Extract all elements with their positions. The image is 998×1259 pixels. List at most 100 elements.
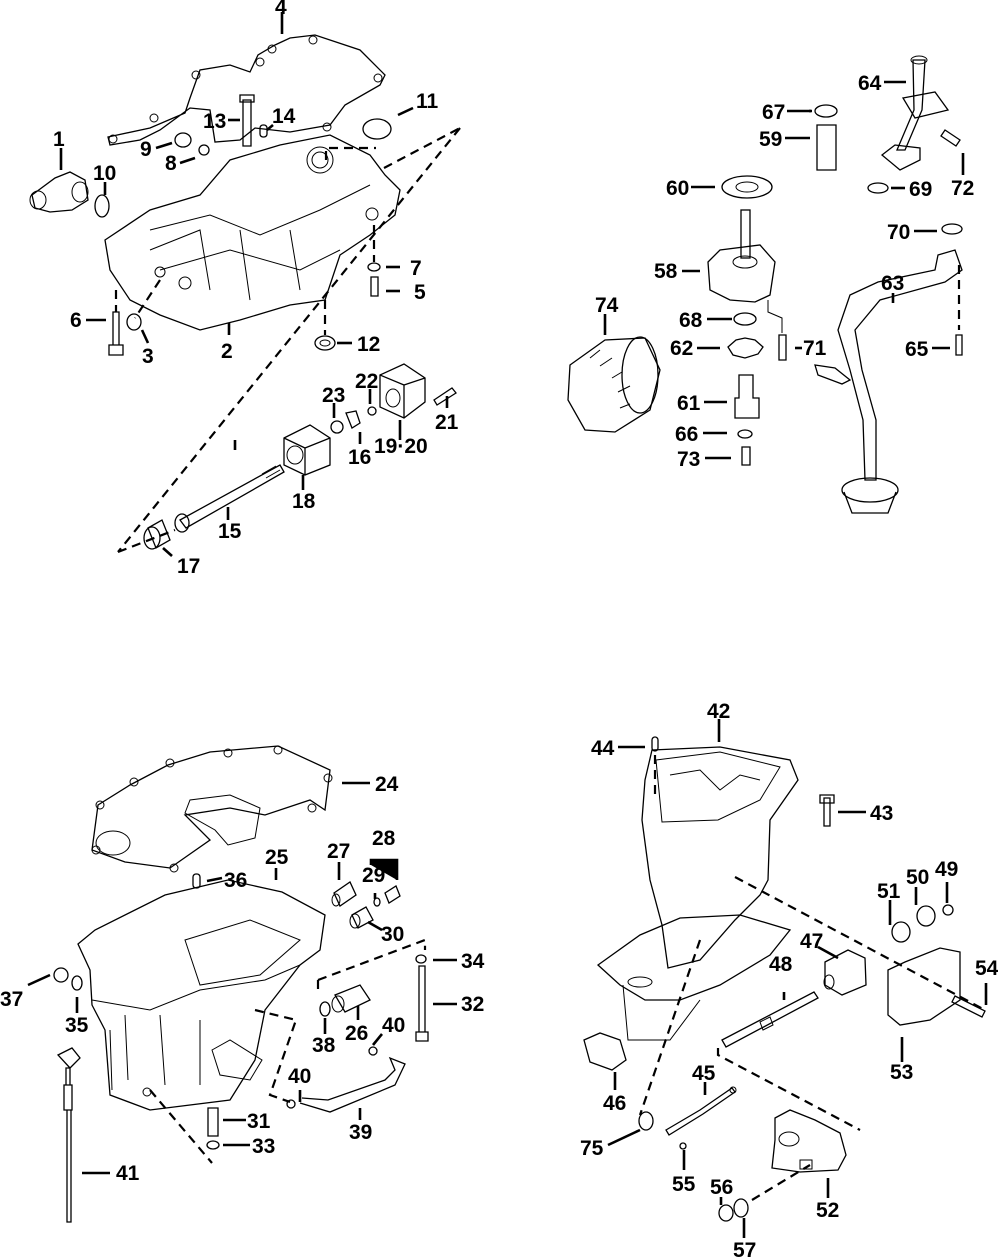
- part-5-bolt: [370, 276, 379, 297]
- callout-33: 33: [252, 1135, 275, 1158]
- callout-61: 61: [677, 392, 701, 415]
- callout-21: 21: [435, 411, 459, 434]
- callout-43: 43: [870, 802, 893, 825]
- callout-7: 7: [410, 257, 422, 280]
- callout-25: 25: [265, 846, 289, 869]
- callout-32: 32: [461, 993, 484, 1016]
- callout-65: 65: [905, 338, 929, 361]
- part-13-bolt: [239, 94, 255, 147]
- callout-23: 23: [322, 384, 345, 407]
- callout-40-b: 40: [288, 1065, 311, 1088]
- callout-51: 51: [877, 880, 901, 903]
- callout-64: 64: [858, 72, 882, 95]
- callout-59: 59: [759, 128, 782, 151]
- callout-22: 22: [355, 370, 378, 393]
- part-41-dipstick: [56, 1047, 81, 1223]
- part-21-bolt: [433, 387, 457, 406]
- callout-3: 3: [142, 345, 154, 368]
- panel-lower-right: [583, 719, 988, 1238]
- part-15-shaft: [179, 464, 285, 529]
- part-69-o-ring: [867, 182, 889, 194]
- callout-29: 29: [362, 864, 385, 887]
- part-50-washer: [916, 905, 936, 927]
- part-11-o-ring: [362, 118, 392, 140]
- part-25-oil-pan: [77, 879, 326, 1111]
- part-72-bolt: [940, 129, 961, 147]
- callout-49: 49: [935, 858, 958, 881]
- part-16-retainer: [345, 410, 361, 429]
- callout-27: 27: [327, 840, 350, 863]
- callout-58: 58: [654, 260, 678, 283]
- part-29-spring: [373, 897, 381, 907]
- part-18-mount: [283, 424, 331, 476]
- part-55-screw: [679, 1142, 687, 1150]
- callout-5: 5: [414, 281, 426, 304]
- part-53-mount-bracket: [887, 947, 961, 1026]
- callout-18: 18: [292, 490, 316, 513]
- part-67-o-ring: [814, 104, 838, 118]
- part-26-union: [334, 984, 371, 1013]
- callout-2: 2: [221, 340, 233, 363]
- callout-34: 34: [461, 950, 485, 973]
- part-54-bolt: [951, 995, 986, 1018]
- part-7-washer: [367, 262, 381, 272]
- panel-upper-right: [567, 55, 965, 514]
- callout-16: 16: [348, 446, 371, 469]
- part-44-dowel: [651, 736, 659, 752]
- callout-8: 8: [165, 152, 177, 175]
- panel-lower-left: [27, 745, 457, 1223]
- part-70-o-ring: [941, 223, 963, 235]
- part-36-dowel: [192, 873, 201, 889]
- part-33-washer: [206, 1140, 220, 1150]
- part-47-mount: [824, 949, 867, 996]
- callout-28: 28: [372, 827, 396, 850]
- part-27-plug: [333, 881, 357, 907]
- part-63-oil-strainer: [837, 249, 963, 481]
- part-14-dowel: [259, 124, 268, 138]
- part-56-nut: [718, 1204, 734, 1222]
- part-37-plug: [53, 967, 69, 983]
- callout-24: 24: [375, 773, 399, 796]
- part-64-dipstick-guide: [896, 59, 926, 151]
- callout-38: 38: [312, 1034, 336, 1057]
- callout-67: 67: [762, 101, 785, 124]
- part-3-plug: [126, 313, 142, 331]
- part-57-washer: [733, 1198, 749, 1218]
- part-75-washer: [638, 1111, 654, 1131]
- part-9-plug: [174, 132, 192, 148]
- callout-52: 52: [816, 1199, 839, 1222]
- part-65-bolt: [955, 334, 963, 356]
- part-40-clamp-b: [368, 1046, 378, 1056]
- panel-upper-left: [29, 12, 461, 557]
- part-8-washer: [198, 144, 210, 156]
- callout-66: 66: [675, 423, 698, 446]
- part-6-bolt: [108, 311, 124, 356]
- part-12-seal: [314, 335, 336, 351]
- part-34-washer: [415, 954, 427, 964]
- callout-68: 68: [679, 309, 703, 332]
- part-10-o-ring: [94, 194, 110, 218]
- callout-47: 47: [800, 930, 823, 953]
- part-1-water-fitting: [31, 171, 89, 213]
- callout-72: 72: [951, 177, 974, 200]
- part-48-bolt: [721, 991, 819, 1048]
- part-39-hose: [299, 1056, 406, 1113]
- callout-6: 6: [70, 309, 82, 332]
- part-23-washer: [330, 420, 344, 434]
- callout-36: 36: [224, 869, 247, 892]
- part-19-20-mount: [379, 363, 426, 419]
- callout-26: 26: [345, 1022, 368, 1045]
- callout-53: 53: [890, 1061, 913, 1084]
- callout-56: 56: [710, 1176, 733, 1199]
- part-59-relief-valve: [816, 124, 837, 171]
- part-46-mount-cover: [583, 1032, 627, 1071]
- part-43-bolt: [819, 794, 835, 827]
- callout-30: 30: [381, 923, 404, 946]
- callout-44: 44: [591, 737, 615, 760]
- part-28-relief-plug: [384, 885, 401, 904]
- part-24-gasket: [91, 745, 331, 869]
- part-42-drive-shaft-housing: [641, 746, 799, 969]
- callout-1: 1: [53, 128, 65, 151]
- part-35-washer: [71, 975, 83, 991]
- part-58-oil-pump: [707, 244, 776, 303]
